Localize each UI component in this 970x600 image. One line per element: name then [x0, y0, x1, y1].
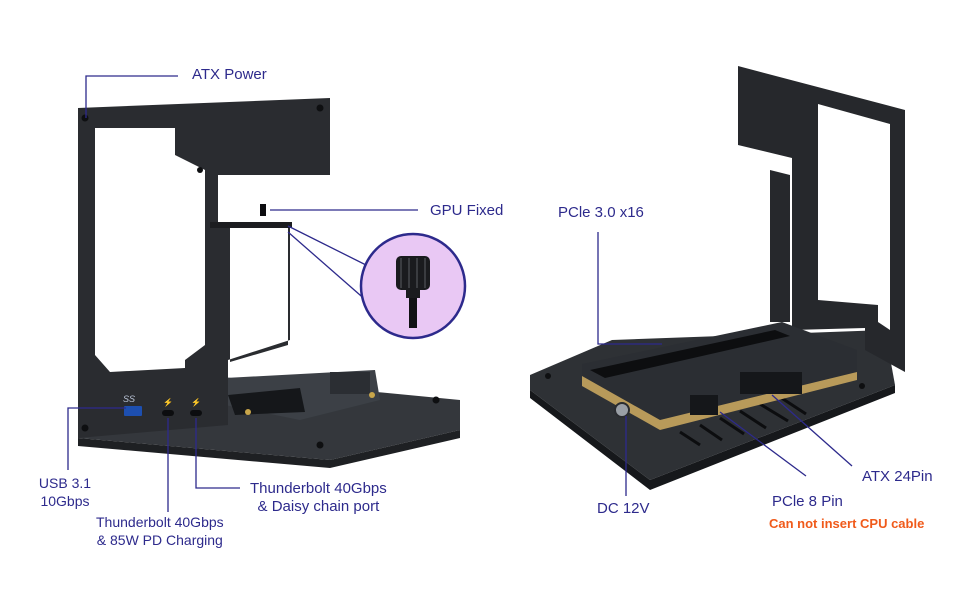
callout-gpu-fixed: GPU Fixed: [430, 202, 504, 219]
right-enclosure: [530, 66, 905, 490]
callout-atx-power: ATX Power: [192, 66, 267, 83]
callout-tb-daisy-line2: & Daisy chain port: [257, 498, 380, 515]
callout-usb: USB 3.1 10Gbps: [30, 474, 100, 510]
callout-pcie-8pin: PCle 8 Pin: [772, 493, 843, 510]
callout-atx-24pin: ATX 24Pin: [862, 468, 933, 485]
callout-tb-pd-line2: & 85W PD Charging: [96, 532, 223, 548]
callout-tb-daisy-line1: Thunderbolt 40Gbps: [250, 480, 387, 497]
pcie-slot: [590, 330, 790, 378]
right-leader-lines: [597, 232, 853, 496]
callout-dc-12v: DC 12V: [597, 500, 650, 517]
thunderbolt-port-2: [190, 410, 202, 416]
thunderbolt-icon: ⚡: [191, 397, 201, 407]
callout-usb-line1: USB 3.1: [38, 475, 92, 491]
left-enclosure: SS ⚡ ⚡: [78, 98, 460, 468]
left-leader-lines: [67, 75, 418, 512]
callout-usb-line2: 10Gbps: [40, 493, 90, 509]
callout-thunderbolt-pd: Thunderbolt 40Gbps & 85W PD Charging: [96, 513, 224, 549]
callout-tb-pd-line1: Thunderbolt 40Gbps: [96, 514, 224, 530]
cpu-cable-warning: Can not insert CPU cable: [769, 516, 925, 531]
atx-24pin-connector: [740, 372, 802, 394]
screw-zoom-callout: [287, 225, 467, 340]
pcie-8pin-connector: [690, 395, 718, 415]
callout-pcie-slot: PCle 3.0 x16: [558, 204, 644, 221]
thunderbolt-icon: ⚡: [163, 397, 173, 407]
usb-logo: SS: [123, 394, 135, 404]
dc-jack: [614, 402, 630, 418]
thunderbolt-port-1: [162, 410, 174, 416]
callout-thunderbolt-daisy: Thunderbolt 40Gbps & Daisy chain port: [250, 480, 387, 516]
gpu-screw: [260, 204, 266, 216]
usb-port: [124, 406, 142, 416]
